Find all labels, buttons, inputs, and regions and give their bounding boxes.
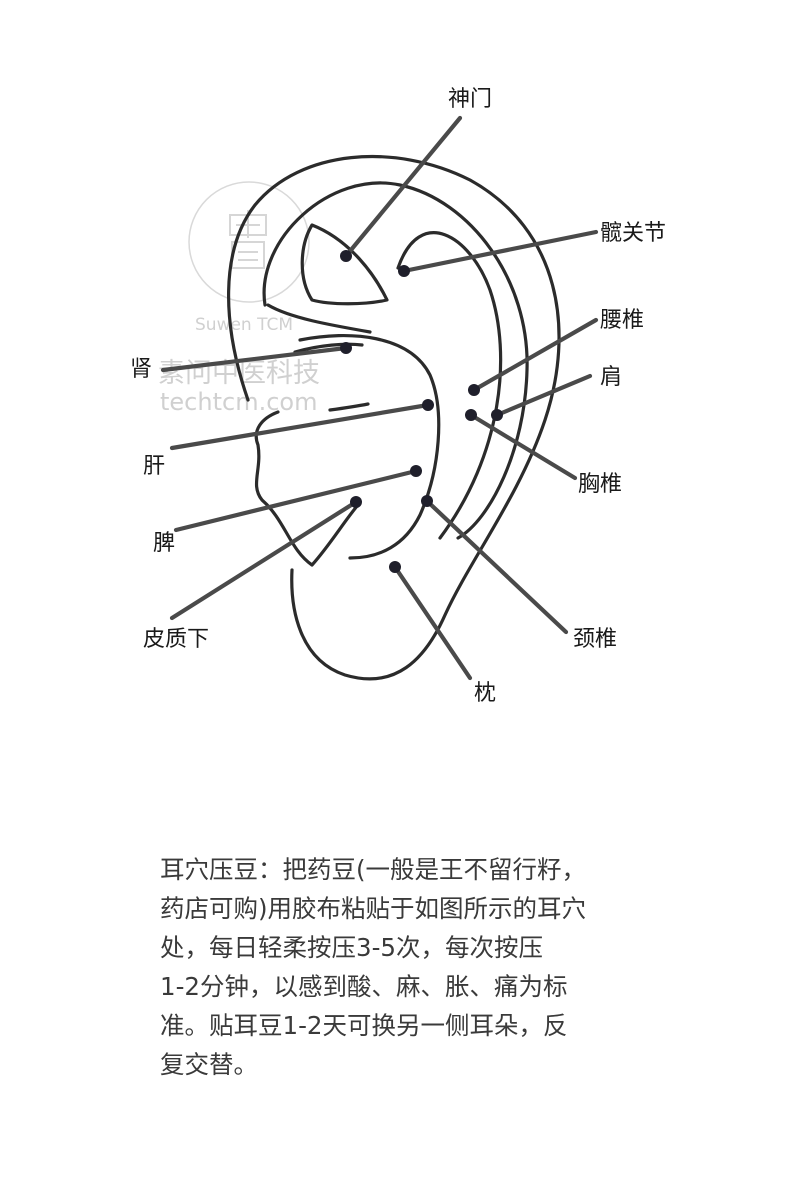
- acupoints: [340, 250, 503, 573]
- label-kuanguanjie: 髋关节: [600, 221, 666, 246]
- helix-inner: [262, 181, 529, 540]
- leader-jingzhui: [424, 498, 569, 635]
- leader-xiongzhui: [468, 412, 578, 481]
- label-jingzhui: 颈椎: [573, 627, 617, 652]
- leader-zhen: [392, 564, 473, 681]
- label-shenmen: 神门: [448, 87, 492, 112]
- watermark-circle: [188, 181, 310, 303]
- label-zhen: 枕: [474, 681, 496, 706]
- label-shen: 肾: [130, 357, 152, 382]
- antihelix-outer: [396, 231, 503, 540]
- point-yaozhui: [468, 384, 480, 396]
- point-shen: [340, 342, 352, 354]
- watermark-url: techtcm.com: [160, 388, 317, 416]
- ear-outline: [227, 155, 561, 681]
- acupoint-labels: 神门 髋关节 腰椎 肩 胸椎 颈椎 枕 肾 肝 脾 皮质下: [130, 87, 666, 706]
- helix-crus: [293, 342, 364, 354]
- label-xiongzhui: 胸椎: [578, 472, 622, 497]
- leader-pizhixia: [169, 499, 359, 621]
- point-jingzhui: [421, 495, 433, 507]
- instructions-line: 耳穴压豆：把药豆(一般是王不留行籽，: [160, 855, 587, 884]
- leader-yaozhui: [471, 317, 599, 393]
- inferior-crus: [266, 303, 372, 334]
- point-shenmen: [340, 250, 352, 262]
- instructions-line: 处，每日轻柔按压3-5次，每次按压: [160, 933, 544, 962]
- leader-pi: [173, 468, 419, 533]
- label-gan: 肝: [143, 454, 165, 479]
- watermark: Suwen TCM 素问中医科技 techtcm.com: [158, 181, 320, 416]
- label-pi: 脾: [153, 531, 175, 556]
- leader-shen: [160, 345, 349, 373]
- point-pi: [410, 465, 422, 477]
- concha: [298, 334, 441, 560]
- instructions-text: 耳穴压豆：把药豆(一般是王不留行籽， 药店可购)用胶布粘贴于如图所示的耳穴 处，…: [160, 850, 660, 1084]
- point-xiongzhui: [465, 409, 477, 421]
- point-zhen: [389, 561, 401, 573]
- helix-crus-lower: [328, 402, 370, 412]
- point-pizhixia: [350, 496, 362, 508]
- instructions-line: 1-2分钟，以感到酸、麻、胀、痛为标: [160, 972, 568, 1001]
- instructions-line: 准。贴耳豆1-2天可换另一侧耳朵，反: [160, 1011, 568, 1040]
- leader-kuanguanjie: [401, 229, 599, 274]
- label-yaozhui: 腰椎: [600, 308, 644, 333]
- helix-outer: [227, 155, 561, 681]
- leader-jian: [494, 373, 593, 418]
- instructions-line: 复交替。: [160, 1050, 258, 1079]
- label-jian: 肩: [600, 365, 622, 390]
- leader-shenmen: [343, 115, 463, 259]
- triangular-fossa: [300, 223, 389, 306]
- point-jian: [491, 409, 503, 421]
- watermark-brand-latin: Suwen TCM: [195, 315, 293, 335]
- instructions-line: 药店可购)用胶布粘贴于如图所示的耳穴: [160, 894, 587, 923]
- leader-lines: [160, 115, 599, 681]
- leader-gan: [169, 402, 431, 451]
- point-kuanguanjie: [398, 265, 410, 277]
- ear-acupoint-diagram: Suwen TCM 素问中医科技 techtcm.com: [130, 87, 666, 706]
- point-gan: [422, 399, 434, 411]
- label-pizhixia: 皮质下: [143, 627, 209, 652]
